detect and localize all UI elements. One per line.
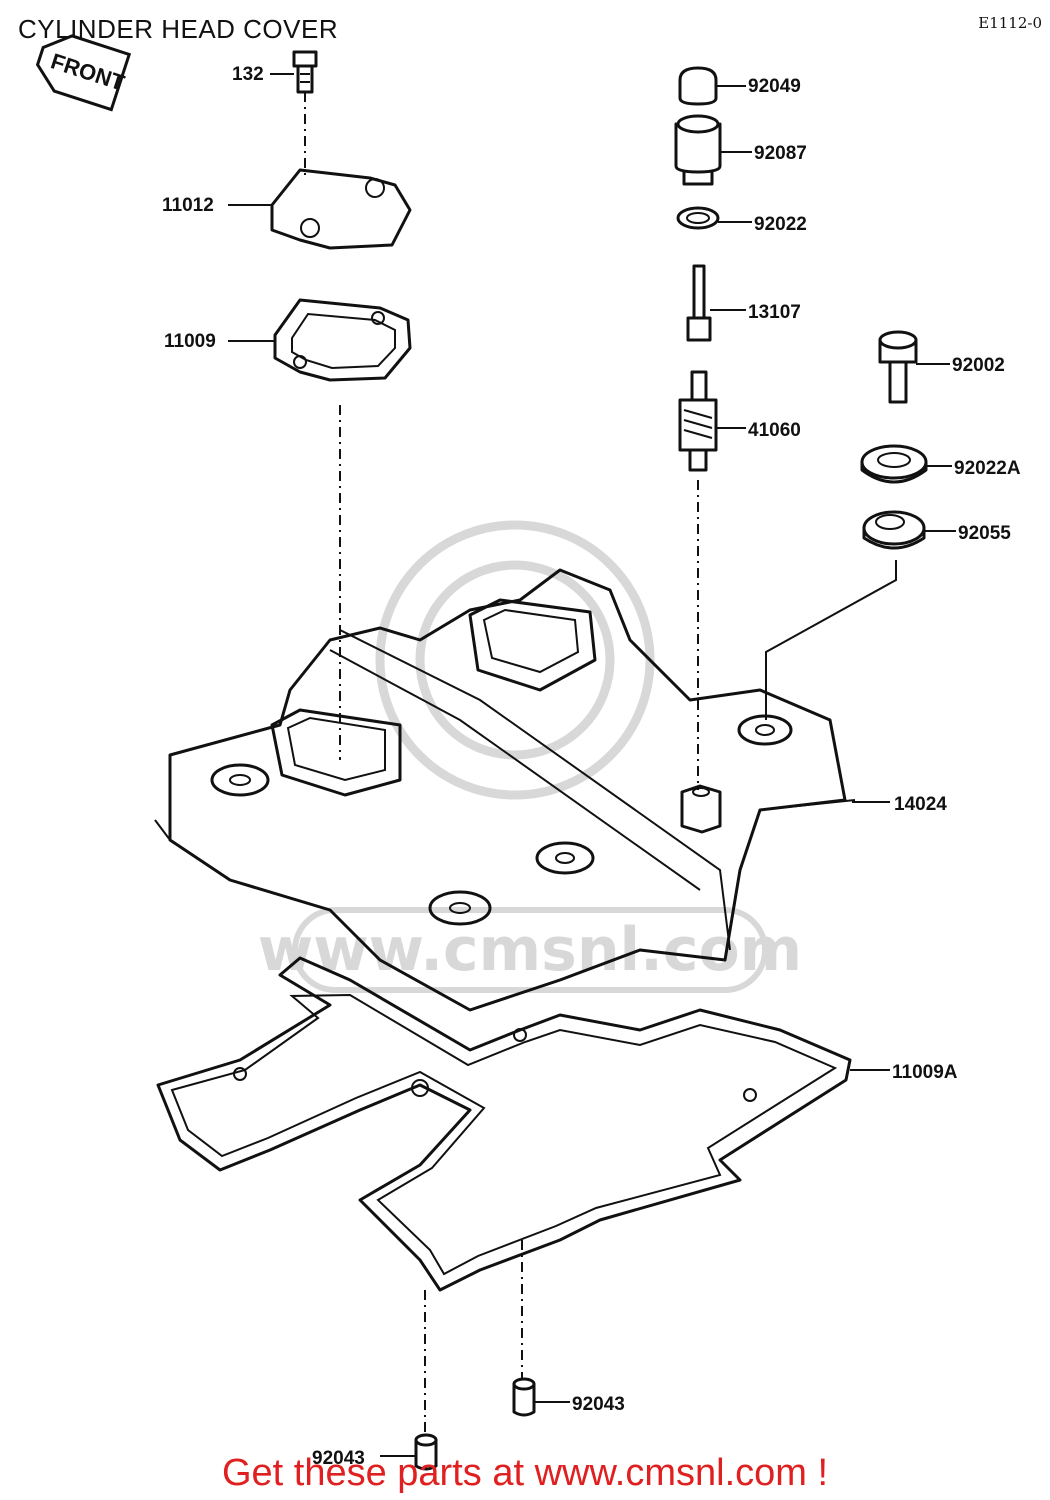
label-14024: 14024 — [894, 794, 947, 815]
label-41060: 41060 — [748, 420, 801, 441]
label-92022: 92022 — [754, 214, 807, 235]
bolt-132[interactable] — [292, 50, 318, 94]
front-arrow-icon: FRONT — [35, 34, 132, 112]
label-92087: 92087 — [754, 143, 807, 164]
label-11009a: 11009A — [892, 1062, 958, 1083]
washer-92022[interactable] — [676, 206, 720, 230]
washer-92022a[interactable] — [860, 444, 928, 484]
bushing-92087[interactable] — [674, 114, 722, 186]
label-11012: 11012 — [162, 195, 214, 216]
label-92002: 92002 — [952, 355, 1005, 376]
label-11009: 11009 — [164, 331, 216, 352]
cover-plate-11012[interactable] — [270, 168, 412, 250]
shaft-13107[interactable] — [686, 264, 712, 342]
gear-41060[interactable] — [678, 370, 718, 472]
dowel-pin-92043-upper[interactable] — [512, 1377, 536, 1417]
gasket-11009[interactable] — [273, 298, 412, 382]
cap-92049[interactable] — [678, 66, 718, 106]
footer-link-text[interactable]: Get these parts at www.cmsnl.com ! — [221, 1452, 829, 1494]
dowel-pin-92043-lower[interactable] — [414, 1433, 438, 1471]
bolt-92002[interactable] — [878, 330, 918, 404]
label-13107: 13107 — [748, 302, 801, 323]
label-132: 132 — [232, 64, 264, 85]
cylinder-head-cover-14024[interactable] — [154, 568, 856, 1012]
label-92055: 92055 — [958, 523, 1011, 544]
label-92049: 92049 — [748, 76, 801, 97]
label-92022a: 92022A — [954, 458, 1021, 479]
grommet-92055[interactable] — [862, 510, 926, 550]
label-92043-upper: 92043 — [572, 1394, 625, 1415]
label-92043-lower: 92043 — [312, 1448, 365, 1469]
diagram-code: E1112-0 — [978, 14, 1042, 32]
gasket-11009a[interactable] — [156, 956, 852, 1292]
